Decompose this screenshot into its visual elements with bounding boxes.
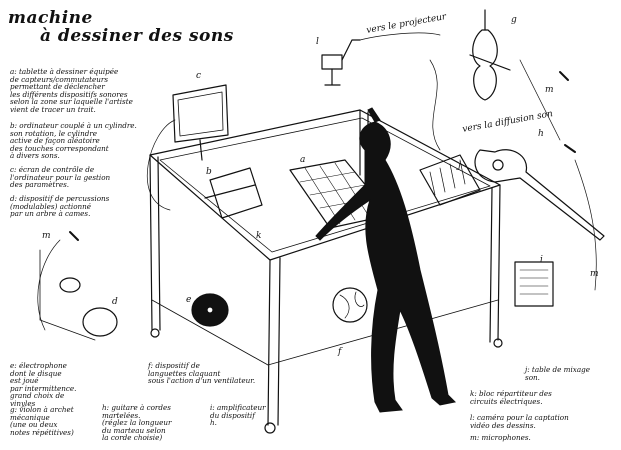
legend-f: f: dispositif de languettes claquant sou… (148, 361, 256, 386)
letter-k: k (256, 231, 262, 241)
letter-h: h (538, 129, 544, 139)
title-line-2: à dessiner des sons (40, 25, 234, 46)
letter-f: f (338, 347, 342, 357)
letter-l: l (316, 37, 319, 47)
title-line-1: machine (8, 8, 93, 28)
legend-i: i: amplificateur du dispositif h. (210, 403, 266, 428)
letter-b: b (206, 167, 212, 177)
legend-k: k: bloc répartiteur des circuits électri… (470, 389, 552, 406)
legend-e: e: électrophone dont le disque est joué … (10, 361, 77, 408)
legend-m: m: microphones. (470, 433, 531, 442)
legend-d: d: dispositif de percussions (modulables… (10, 194, 110, 219)
letter-j: j (458, 161, 461, 171)
legend-a: a: tablette à dessiner équipée de capteu… (10, 67, 133, 114)
legend-h: h: guitare à cordes martelées. (réglez l… (102, 403, 172, 443)
legend-g: g: violon à archet mécanique (une ou deu… (10, 405, 74, 437)
letter-i: i (540, 255, 543, 265)
letter-m-left: m (42, 231, 51, 241)
page-title: machine à dessiner des sons (8, 8, 234, 46)
legend-c: c: écran de contrôle de l'ordinateur pou… (10, 165, 111, 190)
legend-l: l: caméra pour la captation vidéo des de… (470, 413, 569, 430)
letter-g: g (511, 15, 517, 25)
letter-c: c (196, 71, 202, 81)
letter-a: a (300, 155, 306, 165)
letter-e: e (186, 295, 192, 305)
letter-m-right: m (590, 269, 599, 279)
legend-j: j: table de mixage son. (525, 365, 590, 382)
letter-d: d (112, 297, 118, 307)
legend-b: b: ordinateur couplé à un cylindre. son … (10, 121, 137, 161)
letter-m-top: m (545, 85, 554, 95)
